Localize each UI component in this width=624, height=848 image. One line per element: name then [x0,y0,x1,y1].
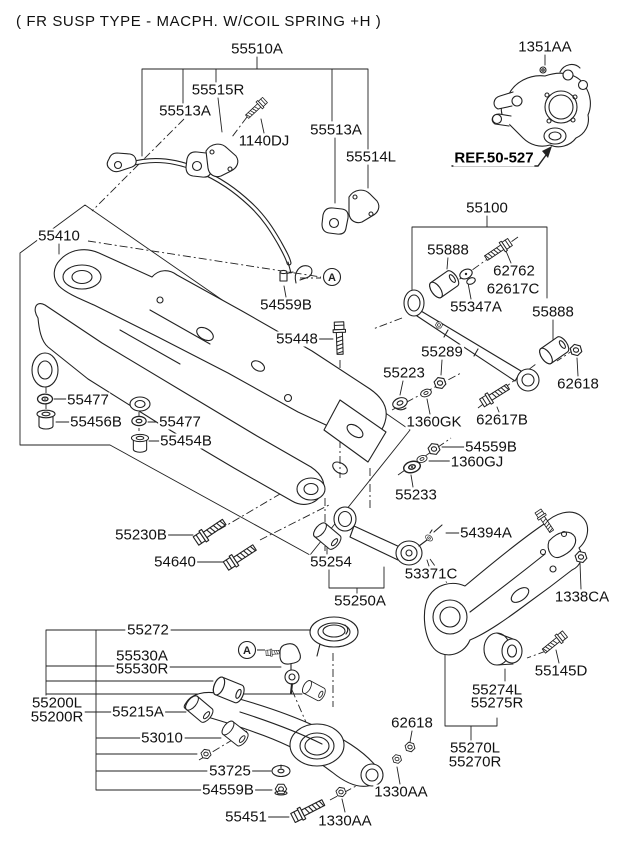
part-label-55347a[interactable]: 55347A [449,298,503,316]
crossmember-drawing [31,249,387,505]
bolt-1140dj [243,96,269,121]
part-label-55100[interactable]: 55100 [465,199,509,217]
part-label-53725[interactable]: 53725 [208,762,252,780]
part-label-55272[interactable]: 55272 [126,621,170,639]
part-label-55888-left[interactable]: 55888 [426,241,470,259]
leader-lines [19,54,582,818]
crossmember-hardware [36,96,347,573]
bolt-54640 [221,541,259,573]
part-label-55275r[interactable]: 55275R [469,694,525,712]
stabilizer-bar-drawing [106,143,380,284]
part-label-54559b-upper[interactable]: 54559B [259,296,313,314]
callout-letter: A [328,272,336,284]
part-label-1360gj[interactable]: 1360GJ [449,453,505,471]
part-label-62762[interactable]: 62762 [492,262,536,280]
part-label-53010[interactable]: 53010 [140,729,184,747]
part-label-1360gk[interactable]: 1360GK [405,413,463,431]
stabilizer-link-drawing [265,643,301,694]
part-label-55289[interactable]: 55289 [420,343,464,361]
part-label-1338ca[interactable]: 1338CA [553,588,611,606]
part-label-55230b[interactable]: 55230B [114,526,168,544]
detail-callout-a-top: A [322,267,342,287]
part-label-55200r[interactable]: 55200R [29,708,85,726]
lower-arm-drawing [182,674,417,825]
part-label-54559b-lower[interactable]: 54559B [201,781,255,799]
part-label-55530a[interactable]: 55530A [115,647,169,665]
part-label-55513a-right[interactable]: 55513A [309,121,363,139]
nut-62618-upper [568,343,584,357]
part-label-55223[interactable]: 55223 [382,364,426,382]
nut-1330aa-left [334,786,348,798]
spring-seat-drawing [309,616,359,657]
part-label-55454b[interactable]: 55454B [159,432,213,450]
part-label-54394a[interactable]: 54394A [459,524,513,542]
detail-callout-a-bottom: A [237,640,257,660]
part-label-55513a-left[interactable]: 55513A [158,102,212,120]
diagram-title: ( FR SUSP TYPE - MACPH. W/COIL SPRING +H… [16,13,382,30]
upper-arm-drawing [392,236,584,476]
part-label-1351aa[interactable]: 1351AA [517,38,573,56]
part-label-1330aa-right[interactable]: 1330AA [373,783,429,801]
part-label-55510a[interactable]: 55510A [230,40,284,58]
bushing-55888-left [426,268,462,301]
part-label-1140dj[interactable]: 1140DJ [237,132,291,150]
bushing-55888-right [536,334,572,367]
pin-54394a [429,524,443,534]
washer-55477-b [131,415,147,427]
part-label-55254[interactable]: 55254 [309,553,353,571]
part-label-55448[interactable]: 55448 [275,330,319,348]
bolt-55230b [191,516,229,547]
part-label-55514l[interactable]: 55514L [344,148,398,166]
part-label-55515r[interactable]: 55515R [190,81,246,99]
part-label-55215a[interactable]: 55215A [111,703,165,721]
stabilizer-bracket-left [205,143,239,178]
part-label-55888-right[interactable]: 55888 [531,303,575,321]
ref-link[interactable]: REF.50-527 [453,149,535,167]
nut-62618-lower [403,741,417,753]
rivet-1351aa [539,66,547,74]
part-label-55477-b[interactable]: 55477 [158,413,202,431]
bolt-55448 [332,321,347,356]
part-label-55477-a[interactable]: 55477 [66,391,110,409]
cap-55223 [392,397,408,409]
part-label-62617b[interactable]: 62617B [475,411,529,429]
part-label-54559b-mid[interactable]: 54559B [464,438,518,456]
bushing-55454b [130,433,150,453]
nut-54559b-lower [274,783,288,795]
part-label-62618-upper[interactable]: 62618 [556,375,600,393]
part-label-62618-lower[interactable]: 62618 [390,714,434,732]
part-label-55410[interactable]: 55410 [37,227,81,245]
part-label-55274l[interactable]: 55274L [470,681,524,699]
knuckle-drawing [491,63,591,148]
bolt-62617b [478,381,512,409]
assist-arm-drawing [310,506,443,566]
callout-letter: A [243,645,251,657]
arrowhead [542,146,552,158]
part-label-55456b[interactable]: 55456B [69,413,123,431]
part-label-55451[interactable]: 55451 [224,808,268,826]
part-label-55270r[interactable]: 55270R [447,753,503,771]
stabilizer-bushing-right [321,207,349,235]
part-label-54640[interactable]: 54640 [153,553,197,571]
bolt-55145d [540,629,569,656]
ball-joint-53371c [395,540,423,566]
part-label-55530r[interactable]: 55530R [114,660,170,678]
part-label-55270l[interactable]: 55270L [448,739,502,757]
trailing-arm-drawing [423,507,589,666]
nut-1330aa-right [391,753,403,765]
part-label-53371c[interactable]: 53371C [403,565,459,583]
part-label-55200l[interactable]: 55200L [30,694,84,712]
part-label-62617c[interactable]: 62617C [485,280,541,298]
bolt-62762 [482,236,514,264]
part-label-55233[interactable]: 55233 [394,486,438,504]
bushing-55456b [36,409,56,430]
part-label-55145d[interactable]: 55145D [533,662,589,680]
part-label-55250a[interactable]: 55250A [333,592,387,610]
part-label-1330aa-left[interactable]: 1330AA [317,812,373,830]
